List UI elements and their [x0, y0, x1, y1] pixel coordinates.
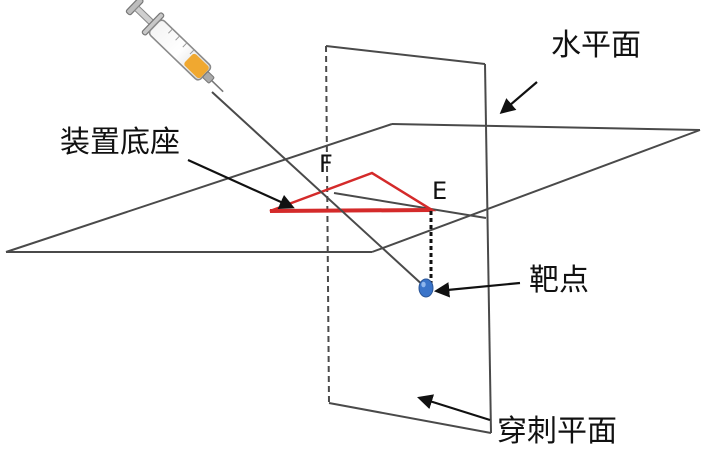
horizontal-plane — [5, 123, 701, 253]
puncture-plane-right-edge — [484, 63, 492, 434]
plane-intersection-line — [333, 192, 487, 219]
puncture-plane-bottom-edge — [328, 402, 492, 434]
needle-path — [211, 91, 427, 289]
horizontal-plane-back-edge — [391, 123, 701, 131]
syringe-scale-mark — [168, 28, 173, 34]
puncture-plane-top-edge — [325, 45, 486, 65]
syringe-icon — [125, 0, 224, 93]
syringe-needle — [211, 79, 224, 93]
target-point-label: 靶点 — [529, 263, 589, 298]
device-base-edge-thick — [269, 208, 433, 213]
device-base-label: 装置底座 — [60, 125, 180, 160]
horizontal-plane-arrow — [499, 81, 538, 115]
syringe-scale-mark — [182, 42, 188, 48]
puncture-plane — [325, 45, 492, 434]
target-point-icon — [418, 278, 434, 298]
point-f-label: F — [319, 150, 333, 178]
device-base-arrow — [187, 158, 295, 209]
syringe-scale-mark — [189, 49, 195, 55]
point-e-label: E — [432, 177, 447, 205]
puncture-plane-arrow — [417, 394, 491, 422]
syringe-liquid — [184, 53, 209, 79]
syringe-scale-mark — [175, 35, 181, 41]
puncture-plane-label: 穿刺平面 — [497, 414, 617, 449]
horizontal-plane-right-edge — [371, 129, 701, 253]
puncture-plane-hidden-edge — [325, 45, 330, 404]
pointer-arrows — [187, 81, 538, 422]
horizontal-plane-left-edge — [5, 123, 393, 253]
horizontal-plane-label: 水平面 — [551, 28, 641, 63]
target-arrow — [433, 281, 521, 298]
